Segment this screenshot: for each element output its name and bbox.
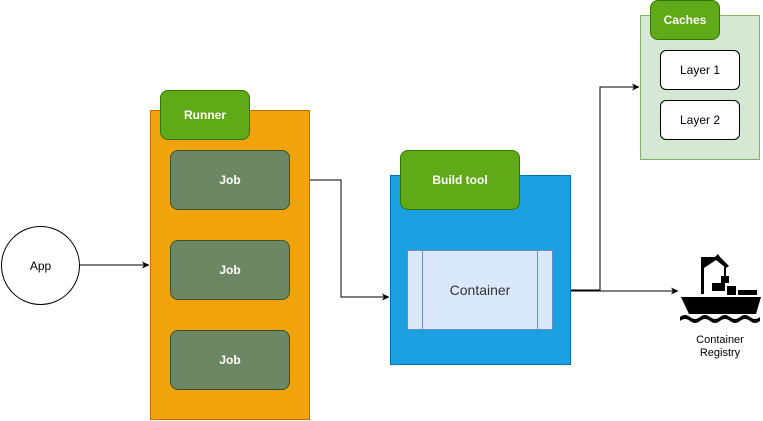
job-node-2[interactable]: Job	[170, 240, 290, 300]
runner-tab[interactable]: Runner	[160, 90, 250, 140]
container-right-divider	[537, 251, 538, 329]
layer-node-2[interactable]: Layer 2	[660, 100, 740, 140]
container-left-divider	[422, 251, 423, 329]
layer-label: Layer 2	[679, 113, 721, 127]
job-node-3[interactable]: Job	[170, 330, 290, 390]
registry-label: Container Registry	[670, 332, 763, 362]
job-label: Job	[219, 173, 241, 187]
job-node-1[interactable]: Job	[170, 150, 290, 210]
runner-label: Runner	[184, 107, 226, 122]
build-tool-tab[interactable]: Build tool	[400, 150, 520, 210]
layer-label: Layer 1	[679, 63, 721, 77]
job-label: Job	[219, 353, 241, 367]
app-node[interactable]: App	[1, 226, 80, 305]
container-node[interactable]: Container	[407, 250, 553, 330]
caches-label: Caches	[663, 12, 707, 27]
registry-label-line-2: Registry	[699, 347, 741, 359]
caches-tab[interactable]: Caches	[650, 0, 720, 40]
container-label: Container	[449, 282, 511, 298]
app-label: App	[29, 258, 52, 273]
ship-icon[interactable]	[680, 254, 762, 328]
job-label: Job	[219, 263, 241, 277]
registry-label-line-1: Container	[696, 334, 744, 346]
build-tool-label: Build tool	[432, 173, 488, 187]
layer-node-1[interactable]: Layer 1	[660, 50, 740, 90]
